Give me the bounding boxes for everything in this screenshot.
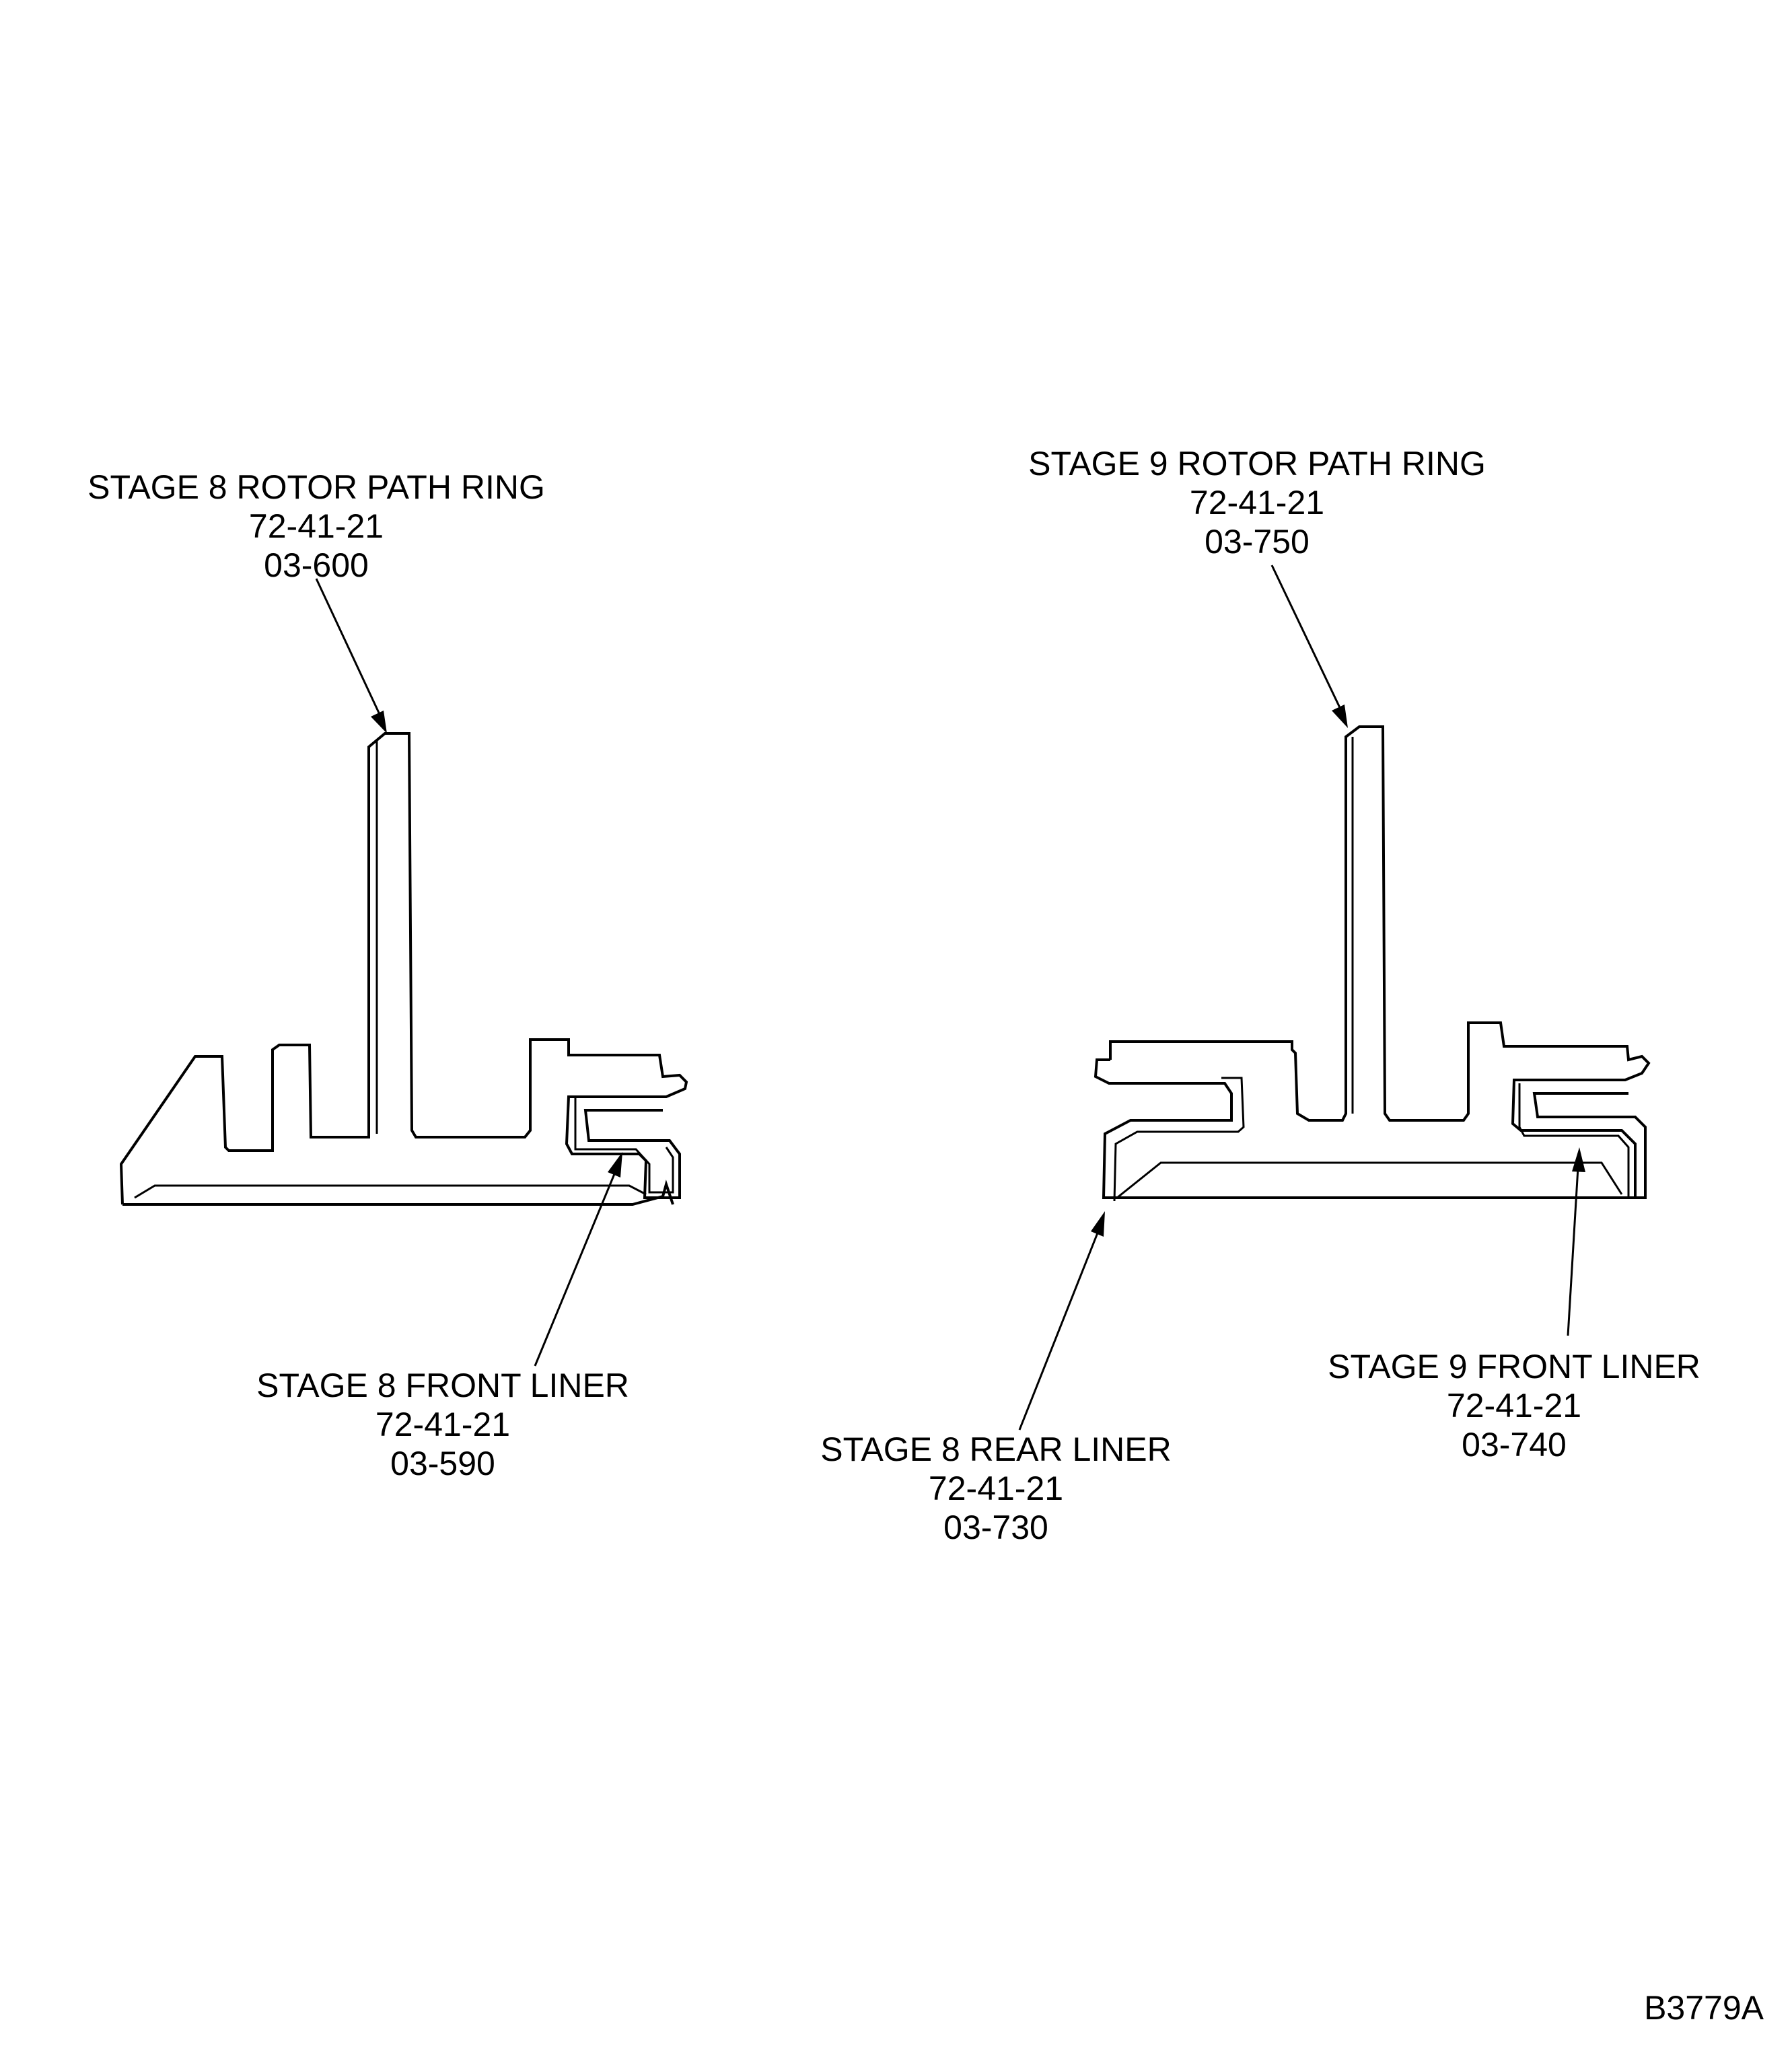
label-stage8-rear-liner: STAGE 8 REAR LINER 72-41-21 03-730 (820, 1430, 1171, 1547)
stage8-ring-base (122, 1180, 674, 1206)
label-stage9-front-liner-name: STAGE 9 FRONT LINER (1328, 1348, 1700, 1385)
arrowhead-stage9-front-liner (1572, 1147, 1585, 1172)
label-stage8-rear-liner-item: 03-730 (943, 1509, 1048, 1546)
label-stage8-front-liner-chapter: 72-41-21 (375, 1406, 511, 1443)
stage9-assembly (1094, 725, 1651, 1202)
arrowhead-stage8-front-liner (608, 1152, 622, 1178)
leader-stage8-front-liner (534, 1170, 617, 1367)
label-stage9-front-liner-item: 03-740 (1462, 1426, 1567, 1463)
label-stage9-rotor-path-ring: STAGE 9 ROTOR PATH RING 72-41-21 03-750 (1028, 444, 1486, 561)
leader-stage8-rear-liner (1018, 1231, 1100, 1431)
stage9-ring-base-chamfer (1116, 1161, 1623, 1199)
label-stage8-rotor-path-ring-chapter: 72-41-21 (248, 507, 384, 545)
label-stage8-front-liner: STAGE 8 FRONT LINER 72-41-21 03-590 (256, 1366, 629, 1483)
stage8-rear-liner-inner (1113, 1077, 1245, 1202)
label-stage8-rotor-path-ring-item: 03-600 (264, 546, 369, 584)
stage8-rear-liner-shape (1094, 1058, 1233, 1199)
stage9-front-liner-shape (1511, 1079, 1647, 1199)
stage9-front-liner-inner (1518, 1083, 1630, 1196)
leader-stage8-ring (315, 578, 384, 721)
arrowhead-stage9-ring (1332, 704, 1348, 728)
stage8-rotor-path-ring-shape (119, 732, 688, 1205)
label-stage8-rotor-path-ring-name: STAGE 8 ROTOR PATH RING (87, 468, 545, 506)
arrowhead-stage8-ring (371, 711, 387, 733)
label-stage9-front-liner: STAGE 9 FRONT LINER 72-41-21 03-740 (1328, 1347, 1700, 1464)
label-stage8-rear-liner-name: STAGE 8 REAR LINER (820, 1431, 1172, 1468)
stage9-rotor-path-ring-shape (1109, 725, 1651, 1122)
label-stage8-rear-liner-chapter: 72-41-21 (928, 1470, 1064, 1507)
label-stage8-rotor-path-ring: STAGE 8 ROTOR PATH RING 72-41-21 03-600 (87, 468, 545, 585)
arrowhead-stage8-rear-liner (1091, 1211, 1105, 1237)
label-stage9-front-liner-chapter: 72-41-21 (1446, 1387, 1582, 1424)
label-stage8-front-liner-item: 03-590 (390, 1445, 495, 1482)
leader-lines (315, 565, 1585, 1431)
label-stage8-front-liner-name: STAGE 8 FRONT LINER (256, 1367, 629, 1404)
stage8-ring-base-chamfer (134, 1184, 647, 1199)
stage8-assembly (119, 732, 688, 1206)
label-stage9-rotor-path-ring-name: STAGE 9 ROTOR PATH RING (1028, 445, 1486, 482)
figure-id: B3779A (1644, 1989, 1764, 2027)
stage8-front-liner-shape (565, 1095, 681, 1199)
label-stage9-rotor-path-ring-chapter: 72-41-21 (1189, 484, 1325, 521)
stage8-front-liner-inner (574, 1097, 674, 1194)
leader-stage9-front-liner (1567, 1167, 1579, 1336)
leader-stage9-ring (1270, 565, 1344, 714)
label-stage9-rotor-path-ring-item: 03-750 (1205, 523, 1310, 561)
